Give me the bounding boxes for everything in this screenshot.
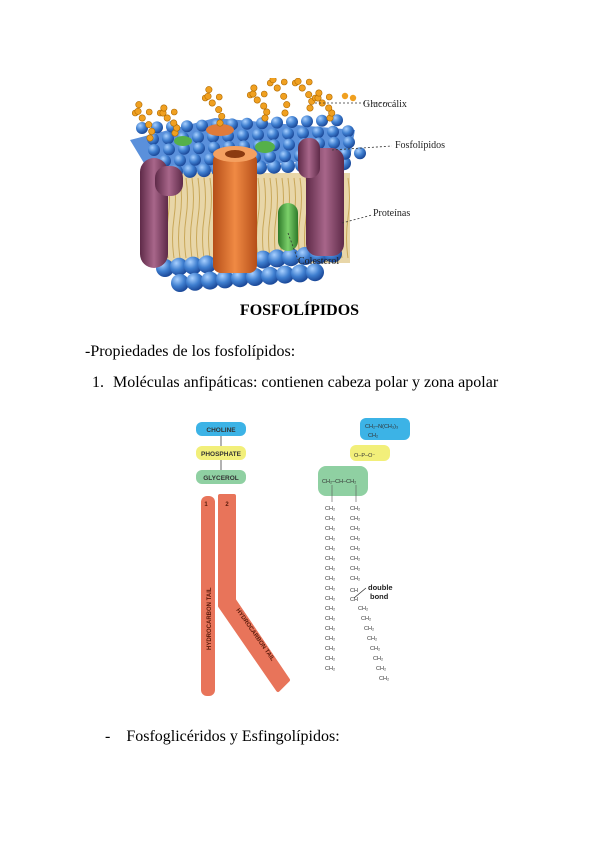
page-title: FOSFOLÍPIDOS (239, 302, 360, 319)
svg-text:CH₂: CH₂ (325, 656, 335, 662)
glycerol-box (196, 470, 246, 484)
tail-2-number: 2 (225, 502, 229, 508)
svg-text:CH₂: CH₂ (325, 526, 335, 532)
svg-text:CH₂: CH₂ (373, 656, 383, 662)
svg-text:CH₂: CH₂ (325, 606, 335, 612)
svg-text:CH₂: CH₂ (350, 576, 360, 582)
svg-text:CH₂: CH₂ (368, 433, 378, 439)
svg-text:CH₂: CH₂ (350, 516, 360, 522)
tail-1-label: HYDROCARBON TAIL (207, 587, 213, 650)
svg-text:CH₂: CH₂ (350, 566, 360, 572)
svg-text:CH₂: CH₂ (361, 616, 371, 622)
phosphate-label: PHOSPHATE (201, 451, 242, 458)
svg-text:CH₂: CH₂ (325, 616, 335, 622)
svg-text:CH₂: CH₂ (364, 626, 374, 632)
bullet-marker: - (105, 728, 111, 745)
svg-text:CH₂: CH₂ (350, 506, 360, 512)
list-item: 1. Moléculas anfipáticas: contienen cabe… (92, 374, 498, 392)
svg-text:CH: CH (350, 588, 358, 594)
double-bond-label-line1: double (368, 583, 393, 592)
svg-text:CH₂: CH₂ (350, 526, 360, 532)
svg-text:O–P–O⁻: O–P–O⁻ (354, 453, 375, 459)
svg-text:CH₂: CH₂ (367, 636, 377, 642)
hydrocarbon-tail-2 (218, 494, 290, 692)
hydrocarbon-tail-1 (201, 496, 215, 696)
cholesterol-label: Colesterol (298, 256, 339, 267)
svg-text:CH₂: CH₂ (379, 676, 389, 682)
svg-text:CH₂: CH₂ (325, 566, 335, 572)
glycerol-formula-box (318, 466, 368, 496)
tail-1-number: 1 (204, 502, 208, 508)
svg-text:CH₂: CH₂ (350, 536, 360, 542)
svg-text:CH₂: CH₂ (325, 536, 335, 542)
double-bond-label-line2: bond (370, 592, 389, 601)
glycocalyx-label: Glucocálix (363, 99, 407, 110)
glycocalyx-chains (131, 78, 357, 142)
glycerol-label: GLYCEROL (203, 475, 239, 482)
cell-membrane-diagram: Glucocálix Fosfolípidos Proteínas Colest… (130, 78, 445, 292)
svg-text:CH₂: CH₂ (325, 646, 335, 652)
svg-text:CH₂: CH₂ (370, 646, 380, 652)
svg-text:CH₂: CH₂ (325, 636, 335, 642)
properties-intro: -Propiedades de los fosfolípidos: (85, 343, 296, 360)
list-item-text: Moléculas anfipáticas: contienen cabeza … (113, 374, 499, 391)
svg-text:CH₂: CH₂ (325, 506, 335, 512)
choline-label: CHOLINE (206, 427, 236, 434)
svg-text:CH₂: CH₂ (325, 596, 335, 602)
bullet-text: Fosfoglicéridos y Esfingolípidos: (126, 728, 340, 745)
phosphate-box (196, 446, 246, 460)
svg-text:CH₂: CH₂ (325, 666, 335, 672)
carbon-chain-structure: CH₂–N(CH₃)₃ CH₂ O–P–O⁻ CH₂–CH–CH₂ CH₂ CH₂ CH₂ C… (322, 424, 398, 682)
svg-text:CH₂: CH₂ (325, 516, 335, 522)
svg-text:CH₂: CH₂ (358, 606, 368, 612)
svg-text:CH₂: CH₂ (325, 576, 335, 582)
svg-text:CH₂: CH₂ (325, 546, 335, 552)
svg-text:CH₂–N(CH₃)₃: CH₂–N(CH₃)₃ (365, 424, 398, 430)
cholesterol-protein-green (174, 136, 298, 251)
phosphate-formula-box (350, 445, 390, 461)
choline-box (196, 422, 246, 436)
membrane-protein-purple-right (298, 138, 344, 256)
membrane-protein-purple-left (140, 158, 183, 268)
choline-formula-box (360, 418, 410, 440)
svg-text:CH₂: CH₂ (350, 556, 360, 562)
phospholipid-structure-diagram: CHOLINE PHOSPHATE GLYCEROL 1 2 HYDROCARB… (196, 418, 410, 696)
svg-text:CH: CH (350, 597, 358, 603)
svg-text:CH₂: CH₂ (325, 556, 335, 562)
svg-text:CH₂: CH₂ (325, 586, 335, 592)
membrane-protein-orange-channel (206, 124, 257, 273)
svg-text:CH₂: CH₂ (376, 666, 386, 672)
list-item-number: 1. (92, 374, 104, 391)
svg-text:CH₂: CH₂ (325, 626, 335, 632)
svg-text:CH₂–CH–CH₂: CH₂–CH–CH₂ (322, 479, 356, 485)
proteins-label: Proteínas (373, 208, 410, 219)
bullet-item: - Fosfoglicéridos y Esfingolípidos: (105, 728, 340, 746)
phospholipids-label: Fosfolípidos (395, 140, 445, 151)
svg-text:CH₂: CH₂ (350, 546, 360, 552)
